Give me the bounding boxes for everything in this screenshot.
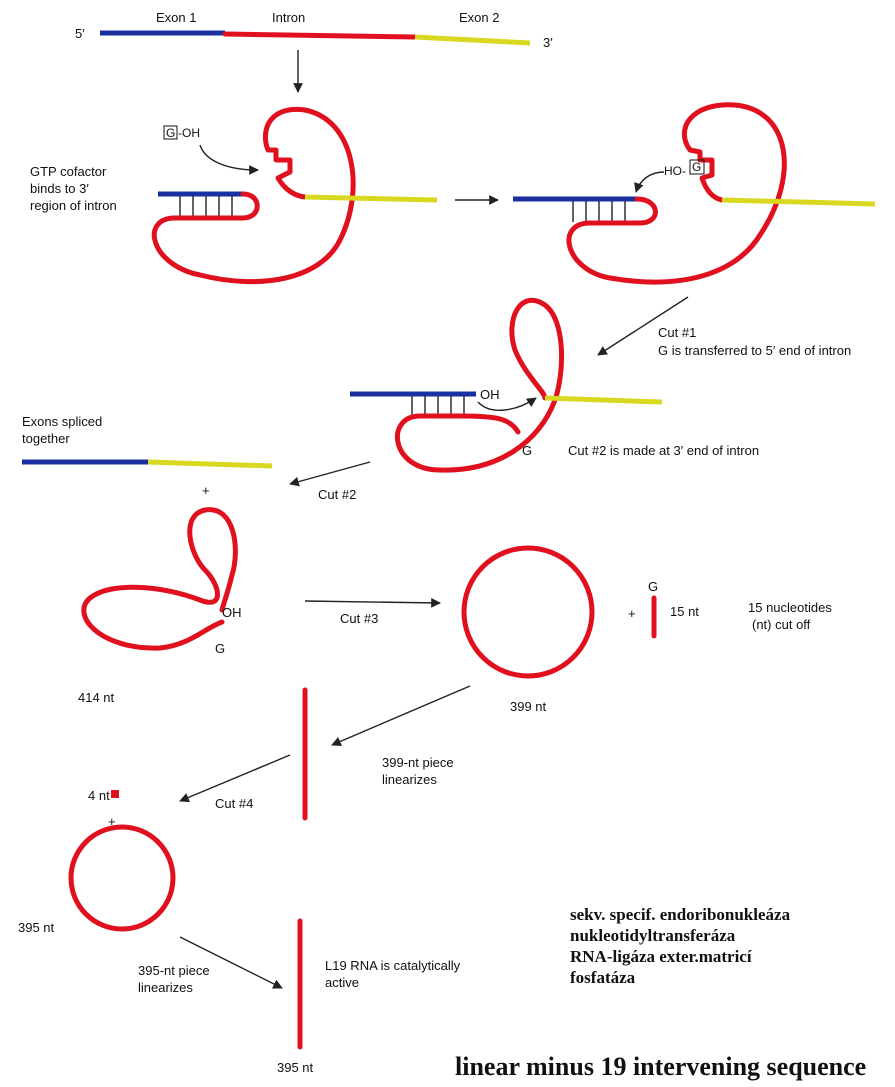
fragment-4nt — [111, 790, 119, 798]
linear395-size: 395 nt — [277, 1060, 314, 1075]
linear399-label-1: 399-nt piece — [382, 755, 454, 770]
g-cofactor-box: G — [166, 126, 175, 140]
spliced-plus: + — [202, 483, 210, 498]
intron-strand — [225, 34, 415, 37]
fragment-g-label: G — [648, 579, 658, 594]
exon2-strand — [415, 37, 530, 43]
linear395-label-2: linearizes — [138, 980, 193, 995]
three-prime-label: 3′ — [543, 35, 553, 50]
circle-399: 399 nt + G 15 nt 15 nucleotides (nt) cut… — [464, 548, 832, 714]
footer-caption: linear minus 19 intervening sequence — [455, 1052, 866, 1082]
spliced-label-1: Exons spliced — [22, 414, 102, 429]
step3-cut1-product: OH G Cut #2 is made at 3′ end of intron — [350, 300, 759, 470]
linearize-arrow-1 — [332, 686, 470, 745]
circle399-plus: + — [628, 606, 636, 621]
lariat-414: OH G 414 nt — [78, 510, 242, 705]
cut4-label: Cut #4 — [215, 796, 253, 811]
cut2-arrow — [290, 462, 370, 484]
enzyme-activity-3: RNA-ligáza exter.matricí — [570, 946, 790, 967]
gtp-label-1: GTP cofactor — [30, 164, 107, 179]
cut3-arrow — [305, 601, 440, 603]
bound-g-box: G — [692, 160, 701, 174]
lariat-size: 414 nt — [78, 690, 115, 705]
fragment-15nt-label: 15 nt — [670, 604, 699, 619]
step2-gtp-bound: G HO- — [513, 105, 875, 282]
lariat-g-label: G — [215, 641, 225, 656]
step3-g-label: G — [522, 443, 532, 458]
cut1-desc: G is transferred to 5′ end of intron — [658, 343, 851, 358]
fragment-4nt-label: 4 nt — [88, 788, 110, 803]
nucleotides-note-2: (nt) cut off — [752, 617, 811, 632]
spliced-exons: Exons spliced together + — [22, 414, 272, 498]
linear395-label-1: 395-nt piece — [138, 963, 210, 978]
cut1-title: Cut #1 — [658, 325, 696, 340]
l19-label-2: active — [325, 975, 359, 990]
pre-rna: 5′ 3′ Exon 1 Intron Exon 2 — [75, 10, 553, 50]
nucleotides-note-1: 15 nucleotides — [748, 600, 832, 615]
circle395-size: 395 nt — [18, 920, 55, 935]
g-oh-label: -OH — [178, 126, 200, 140]
intron-label: Intron — [272, 10, 305, 25]
circle-395: 395 nt — [18, 827, 173, 935]
circle399-size: 399 nt — [510, 699, 547, 714]
exon1-label: Exon 1 — [156, 10, 196, 25]
cut3-label: Cut #3 — [340, 611, 378, 626]
step3-oh-label: OH — [480, 387, 500, 402]
ho-label: HO- — [664, 164, 686, 178]
gtp-label-2: binds to 3′ — [30, 181, 89, 196]
linear-399: 399-nt piece linearizes — [305, 690, 454, 818]
exon2-label: Exon 2 — [459, 10, 499, 25]
linear399-label-2: linearizes — [382, 772, 437, 787]
step1-folded-intron: G -OH GTP cofactor binds to 3′ region of… — [30, 109, 437, 281]
enzyme-activity-4: fosfatáza — [570, 967, 790, 988]
enzyme-activity-2: nukleotidyltransferáza — [570, 925, 790, 946]
gtp-label-3: region of intron — [30, 198, 117, 213]
enzyme-activity-1: sekv. specif. endoribonukleáza — [570, 904, 790, 925]
five-prime-label: 5′ — [75, 26, 85, 41]
lariat-oh-label: OH — [222, 605, 242, 620]
enzyme-activities-list: sekv. specif. endoribonukleáza nukleotid… — [570, 904, 790, 988]
spliced-label-2: together — [22, 431, 70, 446]
cut4-arrow — [180, 755, 290, 801]
cut2-label: Cut #2 — [318, 487, 356, 502]
linear-395: L19 RNA is catalytically active 395 nt — [277, 921, 461, 1075]
cut2-desc: Cut #2 is made at 3′ end of intron — [568, 443, 759, 458]
l19-label-1: L19 RNA is catalytically — [325, 958, 461, 973]
